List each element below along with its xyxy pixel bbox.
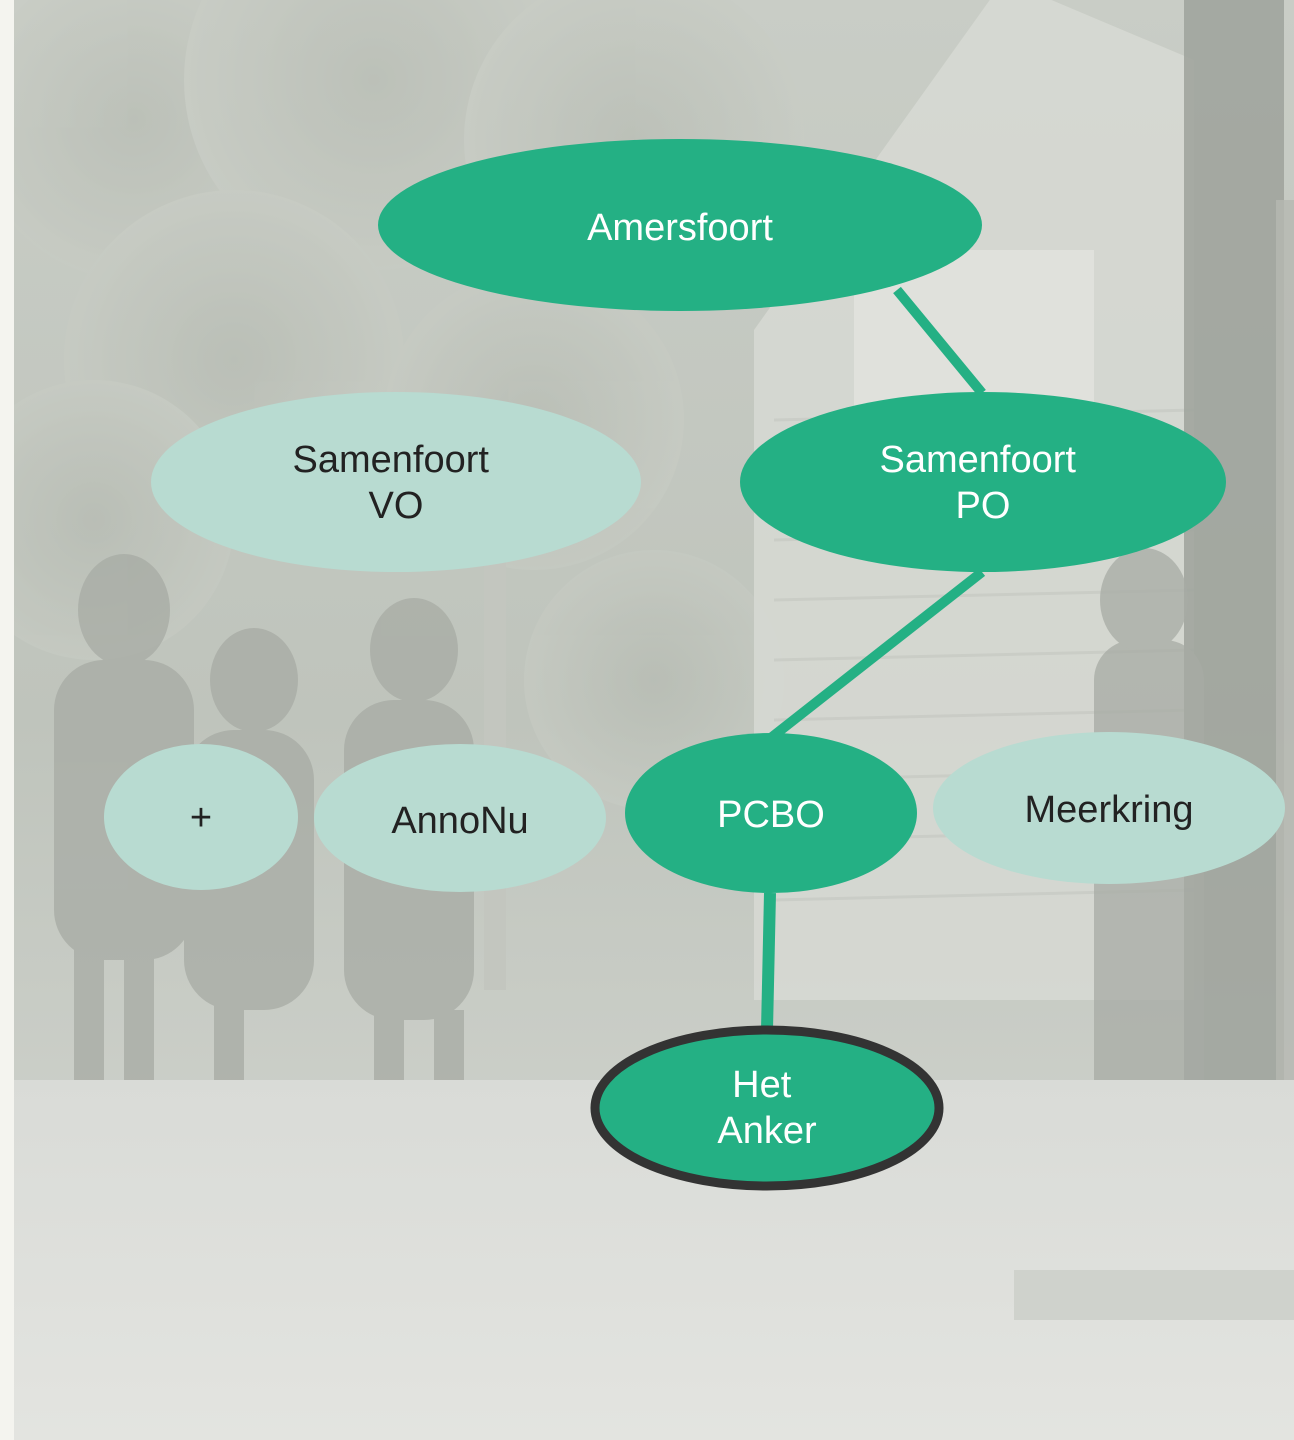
svg-text:Samenfoort PO: Samenfoort PO (879, 439, 1086, 527)
node-annonu-label: AnnoNu (391, 800, 528, 842)
node-het-anker-label-line2: Anker (717, 1110, 817, 1152)
node-samenfoort-vo-label-line2: VO (369, 485, 424, 527)
node-samenfoort-po-label-line1: Samenfoort (879, 439, 1076, 481)
node-pcbo-label: PCBO (717, 794, 825, 836)
node-het-anker[interactable]: Het Anker (590, 1025, 944, 1191)
svg-text:+: + (190, 797, 212, 839)
svg-text:Meerkring: Meerkring (1025, 789, 1194, 831)
node-amersfoort-label: Amersfoort (587, 207, 773, 249)
node-plus-label: + (190, 797, 212, 839)
node-samenfoort-vo[interactable]: Samenfoort VO (151, 392, 641, 572)
node-meerkring[interactable]: Meerkring (933, 732, 1285, 884)
svg-text:Amersfoort: Amersfoort (587, 207, 773, 249)
node-pcbo[interactable]: PCBO (625, 733, 917, 893)
node-annonu[interactable]: AnnoNu (314, 744, 606, 892)
svg-text:Het Anker: Het Anker (717, 1064, 817, 1152)
node-het-anker-label-line1: Het (732, 1064, 792, 1106)
svg-text:AnnoNu: AnnoNu (391, 800, 528, 842)
node-meerkring-label: Meerkring (1025, 789, 1194, 831)
svg-text:Samenfoort VO: Samenfoort VO (292, 439, 499, 527)
edge-pcbo-het-anker (761, 892, 776, 1031)
node-samenfoort-vo-label-line1: Samenfoort (292, 439, 489, 481)
left-margin (0, 0, 14, 1440)
svg-text:PCBO: PCBO (717, 794, 825, 836)
node-samenfoort-po[interactable]: Samenfoort PO (740, 392, 1226, 572)
edge-samenfoort-po-pcbo (768, 568, 986, 741)
node-amersfoort[interactable]: Amersfoort (378, 139, 982, 311)
edge-amersfoort-samenfoort-po (893, 286, 986, 397)
node-plus[interactable]: + (104, 744, 298, 890)
node-samenfoort-po-label-line2: PO (956, 485, 1011, 527)
